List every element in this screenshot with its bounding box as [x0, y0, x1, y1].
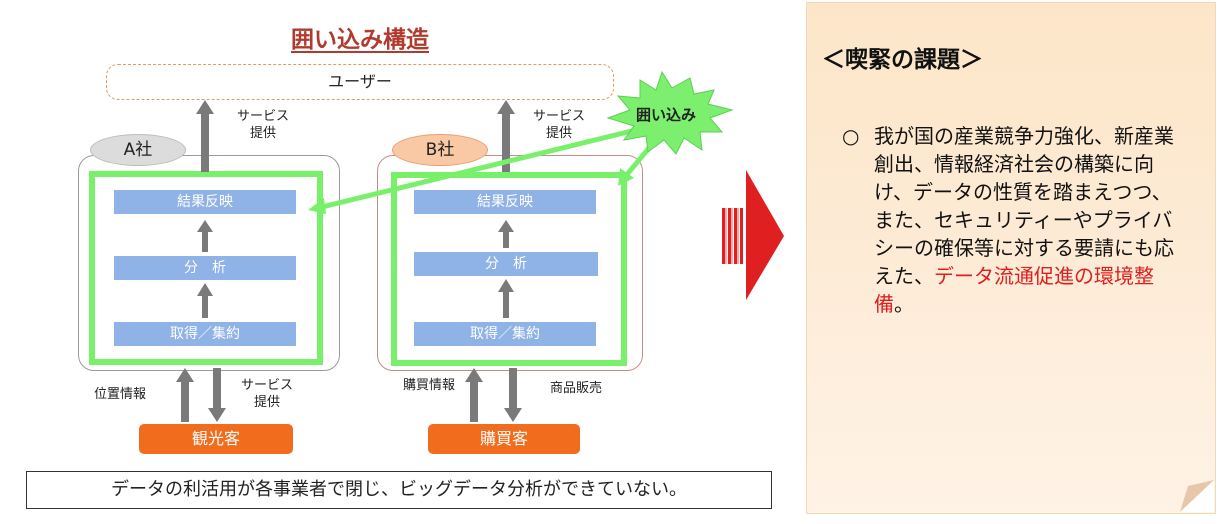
enclosure-label: 囲い込み [635, 106, 696, 124]
company-a-step-analysis: 分 析 [114, 256, 296, 280]
company-a-customer: 観光客 [139, 424, 293, 454]
company-b-step-analysis: 分 析 [414, 252, 598, 276]
panel-body: ○ 我が国の産業競争力強化、新産業創出、情報経済社会の構築に向け、データの性質を… [842, 122, 1182, 318]
user-box: ユーザー [106, 64, 614, 100]
panel-text-highlight: データ流通促進の環境整備 [874, 264, 1154, 316]
panel-text-main: 我が国の産業競争力強化、新産業創出、情報経済社会の構築に向け、データの性質を踏ま… [874, 124, 1174, 288]
company-a-out-label: サービス 提供 [240, 378, 293, 410]
company-a-flow-arrows [176, 100, 226, 422]
panel-bullet: ○ [842, 124, 860, 148]
company-b-flow-arrows [465, 100, 522, 422]
company-a-step-result: 結果反映 [114, 190, 296, 214]
diagram-title: 囲い込み構造 [291, 27, 429, 53]
enclosure-burst [606, 70, 734, 155]
company-a-enclosure [89, 171, 323, 365]
company-b-in-label: 購買情報 [402, 378, 455, 393]
company-b-service-label: サービス 提供 [532, 109, 585, 141]
company-a-step-collect: 取得／集約 [114, 322, 296, 346]
panel-folded-corner [1180, 480, 1214, 512]
panel-text: 我が国の産業競争力強化、新産業創出、情報経済社会の構築に向け、データの性質を踏ま… [842, 122, 1182, 318]
company-a-tag: A社 [90, 134, 186, 166]
company-a-service-label: サービス 提供 [236, 109, 289, 141]
company-a-in-label: 位置情報 [93, 387, 146, 402]
company-b-step-collect: 取得／集約 [414, 322, 596, 346]
company-b-customer: 購買客 [428, 424, 580, 454]
company-b-tag: B社 [392, 134, 488, 166]
company-b-step-result: 結果反映 [414, 190, 596, 214]
enclosure-arrows [308, 123, 666, 214]
company-b-enclosure [391, 172, 627, 366]
panel-text-end: 。 [894, 292, 914, 316]
company-b-out-label: 商品販売 [549, 381, 602, 396]
issues-panel [806, 2, 1216, 514]
diagram-arrows [176, 70, 734, 422]
transition-arrow [722, 170, 784, 300]
panel-title: ＜喫緊の課題＞ [822, 47, 983, 73]
diagram-note: データの利活用が各事業者で閉じ、ビッグデータ分析ができていない。 [26, 471, 772, 509]
